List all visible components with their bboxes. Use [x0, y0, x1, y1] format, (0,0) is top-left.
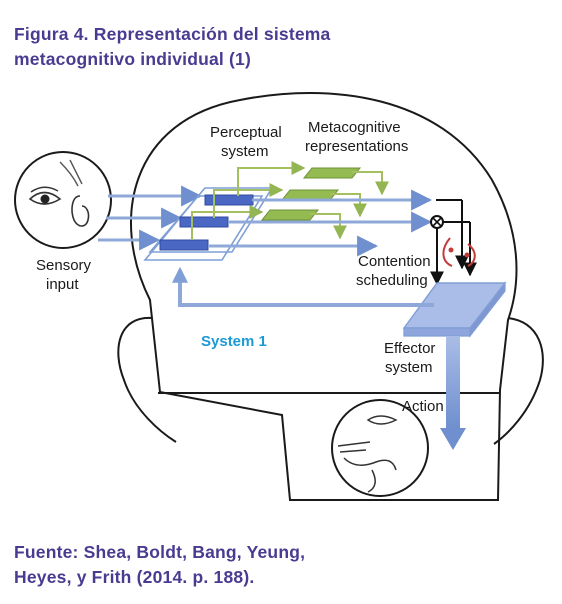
system1-label: System 1	[201, 333, 267, 350]
right-ear	[493, 317, 544, 445]
sensory-input-circle	[14, 151, 112, 249]
metacognitive-label-line2: representations	[305, 138, 408, 155]
ear-icon	[71, 195, 90, 227]
finger-icon	[59, 159, 83, 187]
figure-title: Figura 4. Representación del sistema met…	[14, 22, 534, 72]
figure-source-line1: Fuente: Shea, Boldt, Bang, Yeung,	[14, 542, 306, 562]
sensory-input-label-line2: input	[46, 276, 79, 293]
effector-label-line1: Effector	[384, 340, 435, 357]
perceptual-system-label-line1: Perceptual	[210, 124, 282, 141]
blue-flow-arrows	[208, 189, 433, 257]
effector-label-line2: system	[385, 359, 433, 376]
perceptual-tile-bottom	[159, 239, 209, 251]
green-arrows	[191, 161, 389, 240]
sensory-input-arrows	[98, 185, 203, 251]
metacognitive-label-line1: Metacognitive	[308, 119, 401, 136]
hand-icon	[337, 441, 397, 493]
action-circle	[331, 399, 429, 497]
perceptual-tile-middle	[179, 216, 229, 228]
perceptual-tile-top	[204, 194, 254, 206]
metacognitive-representations	[260, 167, 362, 221]
action-arrow	[440, 336, 466, 450]
figure-source: Fuente: Shea, Boldt, Bang, Yeung, Heyes,…	[14, 540, 534, 590]
action-label: Action	[402, 398, 444, 415]
figure-source-line2: Heyes, y Frith (2014. p. 188).	[14, 567, 255, 587]
effector-system-box	[402, 281, 507, 338]
contention-label-line1: Contention	[358, 253, 431, 270]
figure-title-line1: Figura 4. Representación del sistema	[14, 24, 331, 44]
mouth-icon	[366, 415, 398, 425]
contention-scheduling-node	[430, 199, 477, 286]
eye-icon	[28, 186, 62, 205]
left-ear	[117, 316, 177, 443]
perceptual-system	[143, 187, 274, 261]
figure-title-line2: metacognitivo individual (1)	[14, 49, 252, 69]
sensory-input-label-line1: Sensory	[36, 257, 92, 274]
perceptual-system-label-line2: system	[221, 143, 269, 160]
system1-feedback-arrow	[172, 266, 434, 307]
contention-label-line2: scheduling	[356, 272, 428, 289]
